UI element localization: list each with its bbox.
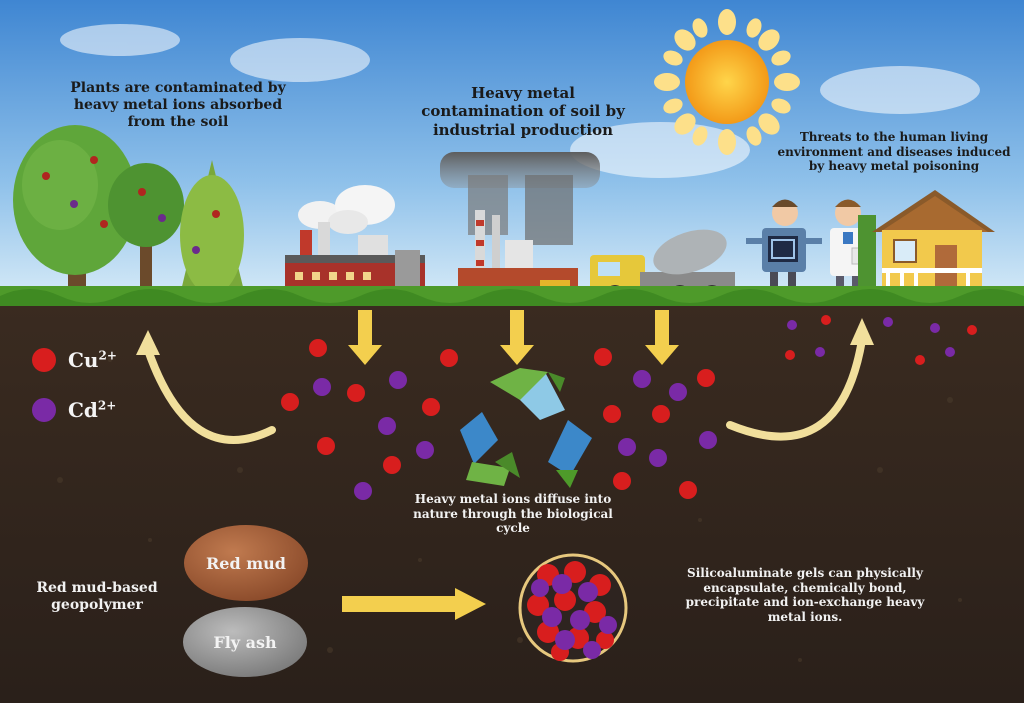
legend-cd: Cd2+ (32, 398, 116, 422)
recycle-icon (460, 368, 592, 488)
fly-ash-pile (183, 607, 307, 677)
down-arrow-icons (348, 310, 679, 365)
fly-ash-label: Fly ash (213, 632, 277, 652)
sun-icon (654, 9, 800, 155)
industry-caption: Heavy metal contamination of soil by ind… (421, 84, 625, 139)
diffuse-caption: Heavy metal ions diffuse into nature thr… (413, 492, 613, 536)
right-arrow-icon (342, 588, 486, 620)
cu-legend-label: Cu2+ (68, 348, 117, 372)
gels-caption: Silicoaluminate gels can physically enca… (685, 566, 925, 624)
cu-ions (281, 315, 977, 499)
cd-legend-label: Cd2+ (68, 398, 117, 422)
patient-figure (746, 199, 822, 298)
encapsulation-circle (518, 553, 628, 663)
soil-texture (57, 358, 962, 662)
threats-caption: Threats to the human living environment … (777, 130, 1011, 174)
geopolymer-caption: Red mud-based geopolymer (36, 580, 158, 614)
red-mud-pile (184, 525, 308, 601)
red-mud-label: Red mud (206, 553, 286, 573)
cu-legend-dot (32, 348, 56, 372)
cd-ions (313, 317, 955, 500)
trees (13, 125, 245, 300)
legend-cu: Cu2+ (32, 348, 117, 372)
curved-arrow-icons (144, 336, 866, 444)
plants-caption: Plants are contaminated by heavy metal i… (70, 80, 286, 131)
cd-legend-dot (32, 398, 56, 422)
